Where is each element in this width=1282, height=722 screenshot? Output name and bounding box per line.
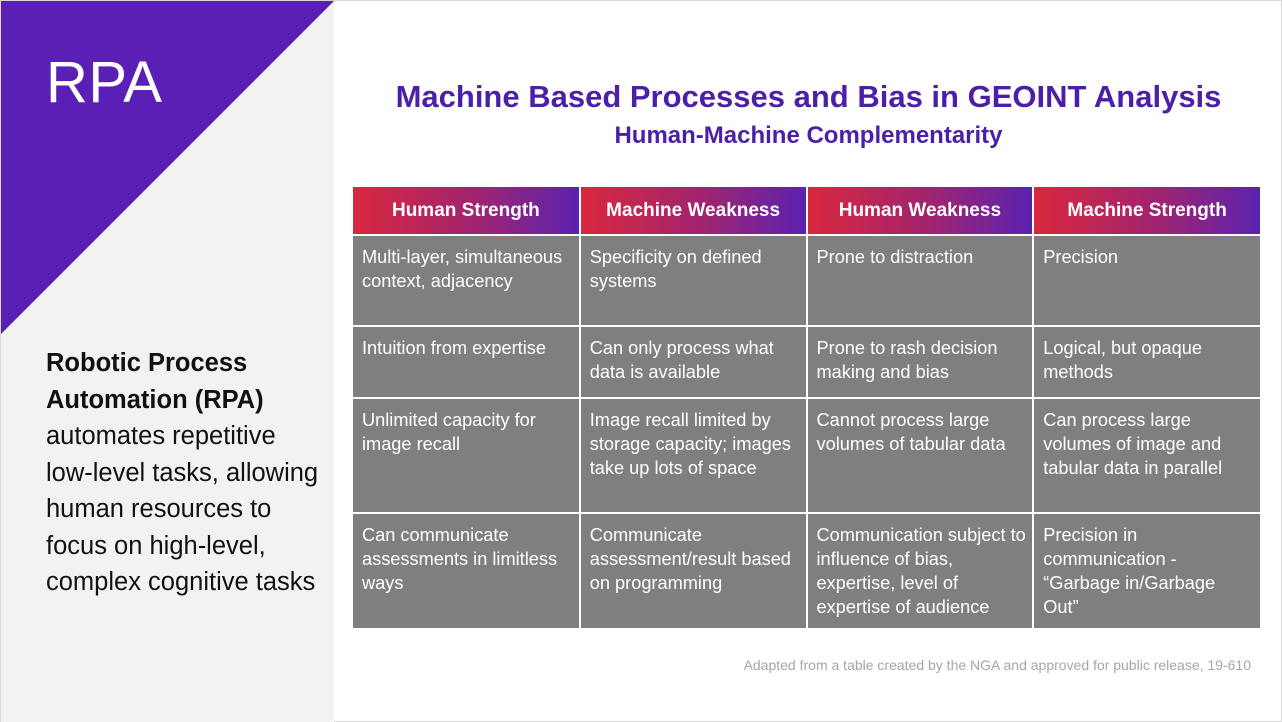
table-cell: Specificity on defined systems <box>579 234 808 326</box>
rpa-badge: RPA <box>46 50 163 115</box>
table-cell: Precision in communication - “Garbage in… <box>1033 512 1260 628</box>
source-footnote: Adapted from a table created by the NGA … <box>743 657 1251 673</box>
table-cell: Cannot process large volumes of tabular … <box>806 397 1035 513</box>
table-cell: Unlimited capacity for image recall <box>353 397 581 513</box>
table-row: Can communicate assessments in limitless… <box>353 512 1260 628</box>
table-cell: Communicate assessment/result based on p… <box>579 512 808 628</box>
table-cell: Can process large volumes of image and t… <box>1033 397 1260 513</box>
table-cell: Prone to rash decision making and bias <box>806 325 1035 398</box>
table-cell: Image recall limited by storage capacity… <box>579 397 808 513</box>
header-human-weakness: Human Weakness <box>806 187 1035 235</box>
comparison-table: Human Strength Machine Weakness Human We… <box>353 187 1260 628</box>
purple-triangle-shape <box>1 1 334 334</box>
table-row: Unlimited capacity for image recall Imag… <box>353 397 1260 513</box>
header-machine-strength: Machine Strength <box>1033 187 1260 235</box>
table-cell: Intuition from expertise <box>353 325 581 398</box>
page-title: Machine Based Processes and Bias in GEOI… <box>395 79 1222 114</box>
table-cell: Can only process what data is available <box>579 325 808 398</box>
side-body-text: automates repetitive low-level tasks, al… <box>46 422 319 596</box>
table-row: Multi-layer, simultaneous context, adjac… <box>353 234 1260 326</box>
table-cell: Prone to distraction <box>806 234 1035 326</box>
table-cell: Logical, but opaque methods <box>1033 325 1260 398</box>
table-row: Intuition from expertise Can only proces… <box>353 325 1260 398</box>
header-machine-weakness: Machine Weakness <box>579 187 808 235</box>
table-cell: Communication subject to influence of bi… <box>806 512 1035 628</box>
header-human-strength: Human Strength <box>353 187 581 235</box>
table-cell: Can communicate assessments in limitless… <box>353 512 581 628</box>
table-header-row: Human Strength Machine Weakness Human We… <box>353 187 1260 235</box>
side-bold-text: Robotic Process Automation (RPA) <box>46 349 264 414</box>
side-description: Robotic Process Automation (RPA) automat… <box>46 345 326 601</box>
page-subtitle: Human-Machine Complementarity <box>614 122 1003 149</box>
table-cell: Multi-layer, simultaneous context, adjac… <box>353 234 581 326</box>
left-panel: RPA Robotic Process Automation (RPA) aut… <box>1 1 334 722</box>
table-cell: Precision <box>1033 234 1260 326</box>
